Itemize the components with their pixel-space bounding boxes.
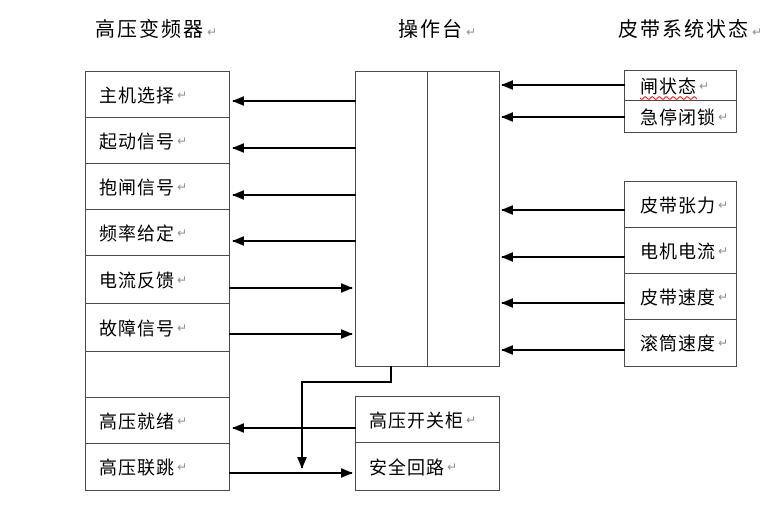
left-row-empty: [86, 352, 229, 398]
left-row-label: 故障信号: [99, 318, 175, 340]
title-operation-console: 操作台↵: [398, 18, 478, 43]
title-operation-console-text: 操作台: [398, 17, 464, 41]
left-signal-column: 主机选择↵ 起动信号↵ 抱闸信号↵ 频率给定↵ 电流反馈↵ 故障信号↵ 高压就绪…: [85, 71, 230, 491]
paragraph-mark: ↵: [177, 272, 189, 287]
paragraph-mark: ↵: [177, 87, 189, 102]
paragraph-mark: ↵: [699, 78, 711, 93]
left-row-label: 高压联跳: [99, 458, 175, 479]
paragraph-mark: ↵: [718, 243, 730, 258]
left-row-label: 抱闸信号: [99, 177, 175, 199]
right-row-belt-speed: 皮带速度↵: [625, 274, 736, 320]
right-row-label: 皮带速度: [640, 287, 716, 309]
right-row-label: 电机电流: [640, 241, 716, 263]
left-row-fault-signal: 故障信号↵: [86, 304, 229, 352]
left-row-brake-signal: 抱闸信号↵: [86, 164, 229, 210]
right-row-label: 急停闭锁: [640, 107, 716, 129]
right-row-motor-current: 电机电流↵: [625, 228, 736, 274]
title-belt-system-status-text: 皮带系统状态: [618, 17, 750, 41]
left-row-label: 电流反馈: [99, 270, 175, 292]
left-row-hv-interlock-trip: 高压联跳↵: [86, 444, 229, 490]
paragraph-mark: ↵: [177, 460, 189, 474]
paragraph-mark: ↵: [177, 413, 189, 428]
paragraph-mark: ↵: [718, 109, 730, 124]
bottom-row-hv-switch-cabinet: 高压开关柜↵: [356, 397, 499, 443]
title-hv-frequency-converter: 高压变频器↵: [95, 18, 219, 43]
console-inner-divider: [427, 72, 428, 366]
title-belt-system-status: 皮带系统状态↵: [618, 18, 764, 43]
left-row-hv-ready: 高压就绪↵: [86, 398, 229, 444]
paragraph-mark: ↵: [752, 25, 765, 39]
paragraph-mark: ↵: [466, 25, 479, 39]
paragraph-mark: ↵: [207, 25, 220, 39]
paragraph-mark: ↵: [718, 197, 730, 212]
left-row-host-select: 主机选择↵: [86, 72, 229, 118]
right-row-estop-lockout: 急停闭锁↵: [625, 101, 736, 132]
right-row-drum-speed: 滚筒速度↵: [625, 320, 736, 366]
paragraph-mark: ↵: [466, 412, 478, 427]
bottom-row-label: 安全回路: [369, 457, 445, 479]
right-row-label: 闸状态: [640, 76, 697, 98]
left-row-label: 主机选择: [99, 85, 175, 107]
left-row-label: 频率给定: [99, 223, 175, 245]
paragraph-mark: ↵: [718, 336, 730, 350]
paragraph-mark: ↵: [177, 320, 189, 335]
paragraph-mark: ↵: [177, 179, 189, 194]
bottom-center-group: 高压开关柜↵ 安全回路↵: [355, 396, 500, 491]
right-row-label: 皮带张力: [640, 195, 716, 217]
right-bottom-group: 皮带张力↵ 电机电流↵ 皮带速度↵ 滚筒速度↵: [624, 181, 737, 367]
left-row-start-signal: 起动信号↵: [86, 118, 229, 164]
paragraph-mark: ↵: [177, 225, 189, 240]
right-row-label: 滚筒速度: [640, 334, 716, 355]
bottom-row-label: 高压开关柜: [369, 410, 464, 432]
left-row-label: 高压就绪: [99, 411, 175, 433]
bottom-row-safety-circuit: 安全回路↵: [356, 443, 499, 490]
paragraph-mark: ↵: [447, 459, 459, 474]
left-row-current-feedback: 电流反馈↵: [86, 256, 229, 304]
left-row-frequency-setpoint: 频率给定↵: [86, 210, 229, 256]
title-hv-frequency-converter-text: 高压变频器: [95, 17, 205, 41]
paragraph-mark: ↵: [177, 133, 189, 148]
paragraph-mark: ↵: [718, 289, 730, 304]
right-row-belt-tension: 皮带张力↵: [625, 182, 736, 228]
right-top-group: 闸状态↵ 急停闭锁↵: [624, 70, 737, 133]
left-row-label: 起动信号: [99, 131, 175, 153]
operation-console-box: [355, 71, 500, 367]
right-row-gate-status: 闸状态↵: [625, 71, 736, 101]
